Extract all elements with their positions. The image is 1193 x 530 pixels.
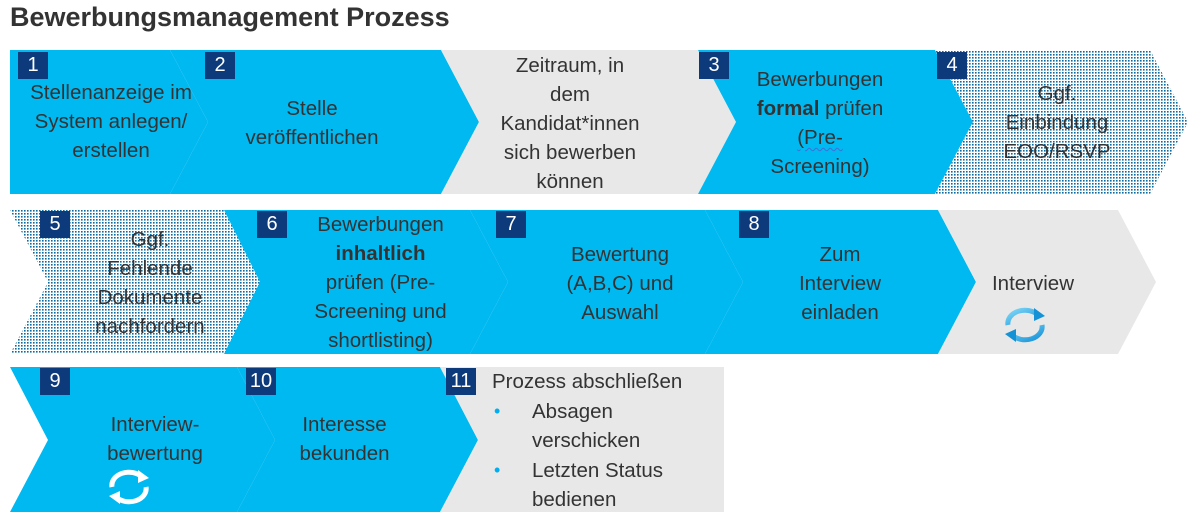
step-6-line: Bewerbungen: [317, 213, 444, 236]
list-item: Absagen verschicken: [492, 397, 724, 456]
waiting-period-line: sich bewerben: [503, 141, 637, 164]
step-7-line: Bewertung: [570, 243, 669, 266]
step-2-chevron: [170, 50, 479, 194]
step-6-label: Bewerbungen inhaltlich prüfen (Pre- Scre…: [288, 210, 473, 355]
step-7-line: (A,B,C) und: [566, 272, 674, 295]
step-8-label: Zum Interview einladen: [755, 240, 925, 327]
step-9-label: Interview- bewertung: [60, 410, 250, 468]
step-8-badge: 8: [739, 211, 769, 238]
step-5-badge: 5: [40, 211, 70, 238]
step-10-line: bekunden: [299, 442, 390, 465]
step-4-line: Einbindung: [1005, 111, 1109, 134]
step-9-line: bewertung: [107, 442, 203, 465]
step-7-line: Auswahl: [581, 301, 659, 324]
step-2-label: Stelle veröffentlichen: [222, 94, 402, 152]
step-4-line: Ggf.: [1037, 82, 1077, 105]
step-2-line: Stelle: [286, 97, 338, 120]
step-10-badge: 10: [246, 368, 276, 395]
step-11-badge: 11: [446, 368, 476, 395]
step-4-chevron: [935, 50, 1188, 194]
step-4-label: Ggf. Einbindung EOO/RSVP: [967, 79, 1147, 166]
cycle-arrows-icon: [1005, 307, 1045, 343]
step-6-chevron: [224, 210, 508, 354]
step-5-label: Ggf. Fehlende Dokumente nachfordern: [60, 225, 240, 341]
step-1-badge: 1: [18, 52, 48, 79]
interview-line: Interview: [991, 272, 1075, 295]
step-3-word: prüfen: [825, 97, 884, 120]
step-3-line: Screening): [770, 155, 870, 178]
step-11-content: Prozess abschließen Absagen verschicken …: [492, 367, 724, 515]
step-1-chevron: [10, 50, 208, 194]
step-8-line: Zum: [819, 243, 861, 266]
step-6-line: prüfen (Pre-: [325, 271, 436, 294]
page-title: Bewerbungsmanagement Prozess: [10, 2, 450, 32]
step-4-badge: 4: [937, 52, 967, 79]
step-8-line: einladen: [801, 301, 879, 324]
step-9-chevron: [10, 367, 275, 512]
step-10-chevron: [237, 367, 478, 512]
step-7-chevron: [470, 210, 743, 354]
step-6-line: Screening und: [314, 300, 447, 323]
step-1-line: System anlegen/: [34, 110, 188, 133]
step-2-line: veröffentlichen: [245, 126, 379, 149]
step-5-line: Ggf.: [130, 228, 170, 251]
step-5-line: nachfordern: [95, 315, 205, 338]
step-1-line: erstellen: [72, 139, 150, 162]
step-8-line: Interview: [798, 272, 882, 295]
waiting-period-line: dem: [550, 83, 590, 106]
step-11-title: Prozess abschließen: [492, 370, 683, 393]
step-5-line: Dokumente: [97, 286, 203, 309]
step-3-chevron: [698, 50, 973, 194]
step-9-badge: 9: [40, 368, 70, 395]
step-1-label: Stellenanzeige im System anlegen/ erstel…: [6, 78, 216, 165]
waiting-period-line: können: [536, 170, 604, 193]
step-6-badge: 6: [257, 211, 287, 238]
step-6-line: shortlisting): [328, 329, 433, 352]
step-7-label: Bewertung (A,B,C) und Auswahl: [525, 240, 715, 327]
step-4-line: EOO/RSVP: [1003, 140, 1111, 163]
waiting-period-line: Zeitraum, in: [515, 54, 625, 77]
step-2-badge: 2: [205, 52, 235, 79]
step-3-bold-word: formal: [756, 97, 820, 120]
step-waiting-period-chevron: [441, 50, 736, 194]
step-3-line: formal prüfen: [730, 94, 910, 123]
step-waiting-period-label: Zeitraum, in dem Kandidat*innen sich bew…: [475, 51, 665, 196]
step-5-line: Fehlende: [107, 257, 193, 280]
step-6-line: inhaltlich: [288, 239, 473, 268]
step-1-line: Stellenanzeige im: [30, 81, 192, 104]
step-3-line: Bewerbungen: [756, 68, 884, 91]
step-3-badge: 3: [699, 52, 729, 79]
step-3-label: Bewerbungen formal prüfen (Pre- Screenin…: [730, 65, 910, 181]
step-11-bullet-list: Absagen verschicken Letzten Status bedie…: [492, 397, 724, 515]
step-9-line: Interview-: [110, 413, 200, 436]
step-6-bold-word: inhaltlich: [335, 242, 426, 265]
step-interview-label: Interview: [963, 269, 1103, 298]
step-5-chevron: [10, 210, 298, 354]
waiting-period-line: Kandidat*innen: [500, 112, 640, 135]
list-item: Letzten Status bedienen: [492, 456, 724, 515]
step-interview-chevron: [938, 210, 1156, 354]
step-7-badge: 7: [496, 211, 526, 238]
step-10-line: Interesse: [302, 413, 387, 436]
step-3-line: (Pre-: [797, 126, 843, 149]
step-10-label: Interesse bekunden: [262, 410, 427, 468]
step-8-chevron: [705, 210, 976, 354]
cycle-arrows-icon: [109, 469, 149, 505]
